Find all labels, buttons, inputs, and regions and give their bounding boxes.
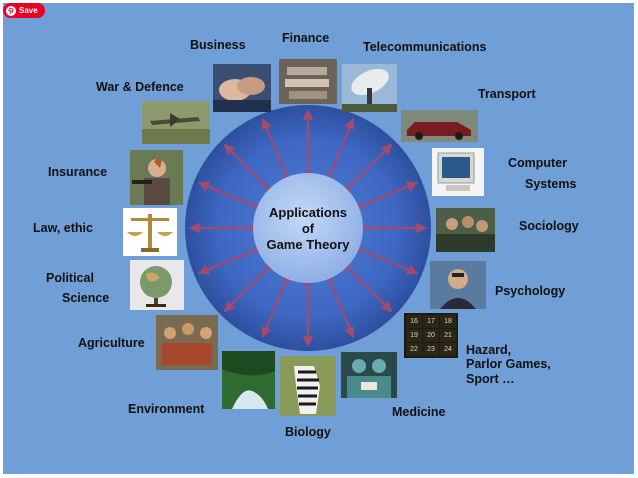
finance-thumbnail [279,59,337,104]
radial-arrow [352,181,419,214]
hazard-board-cell: 24 [440,343,456,356]
hazard-board-cell: 22 [406,343,422,356]
inner-disk [253,173,363,283]
hazard-board-cell: 17 [423,315,439,328]
hazard-board-cell: 21 [440,329,456,342]
label-political: Political [46,271,94,285]
radial-arrow [322,272,355,339]
label-finance: Finance [282,31,330,45]
label-parlor-games: Parlor Games, [466,357,551,371]
radial-arrow [339,143,393,197]
sociology-thumbnail [436,208,495,252]
war-thumbnail [142,101,210,144]
medicine-thumbnail [341,352,397,398]
label-environment: Environment [128,402,205,416]
law-thumbnail [123,208,177,256]
insurance-thumbnail [130,150,183,205]
label-agriculture: Agriculture [78,336,145,350]
psychology-thumbnail [430,261,486,309]
hazard-board-cell: 18 [440,315,456,328]
transport-thumbnail [401,110,478,142]
pinterest-icon [6,5,16,16]
center-line-2: of [302,221,315,236]
label-biology: Biology [285,425,331,439]
label-war-defence: War & Defence [96,80,184,94]
label-systems: Systems [525,177,577,191]
arrow-group [188,108,428,348]
label-business: Business [190,38,246,52]
computer-thumbnail [432,148,484,196]
center-line-1: Applications [269,205,347,220]
label-psychology: Psychology [495,284,566,298]
label-law-ethic: Law, ethic [33,221,93,235]
business-thumbnail [213,64,271,112]
radial-arrow [223,143,277,197]
environment-thumbnail [222,351,275,409]
radial-arrow [339,259,393,313]
label-hazard: Hazard, [466,343,512,357]
hazard-board-cell: 23 [423,343,439,356]
label-computer: Computer [508,156,568,170]
label-transport: Transport [478,87,536,101]
biology-thumbnail [280,356,336,416]
radial-arrow [197,242,264,275]
save-button[interactable]: Save [3,3,45,18]
label-medicine: Medicine [392,405,446,419]
radial-arrow [261,117,294,184]
radial-arrow [223,259,277,313]
hazard-board-cell: 20 [423,329,439,342]
center-line-3: Game Theory [266,237,350,252]
hazard-board-cell: 16 [406,315,422,328]
label-sociology: Sociology [519,219,579,233]
agriculture-thumbnail [156,315,218,370]
telecom-thumbnail [342,64,397,112]
label-telecommunications: Telecommunications [363,40,487,54]
political-thumbnail [130,260,184,310]
label-sport: Sport … [466,372,515,386]
label-science: Science [62,291,110,305]
save-button-label: Save [19,6,38,15]
label-insurance: Insurance [48,165,108,179]
hazard-board-cell: 19 [406,329,422,342]
